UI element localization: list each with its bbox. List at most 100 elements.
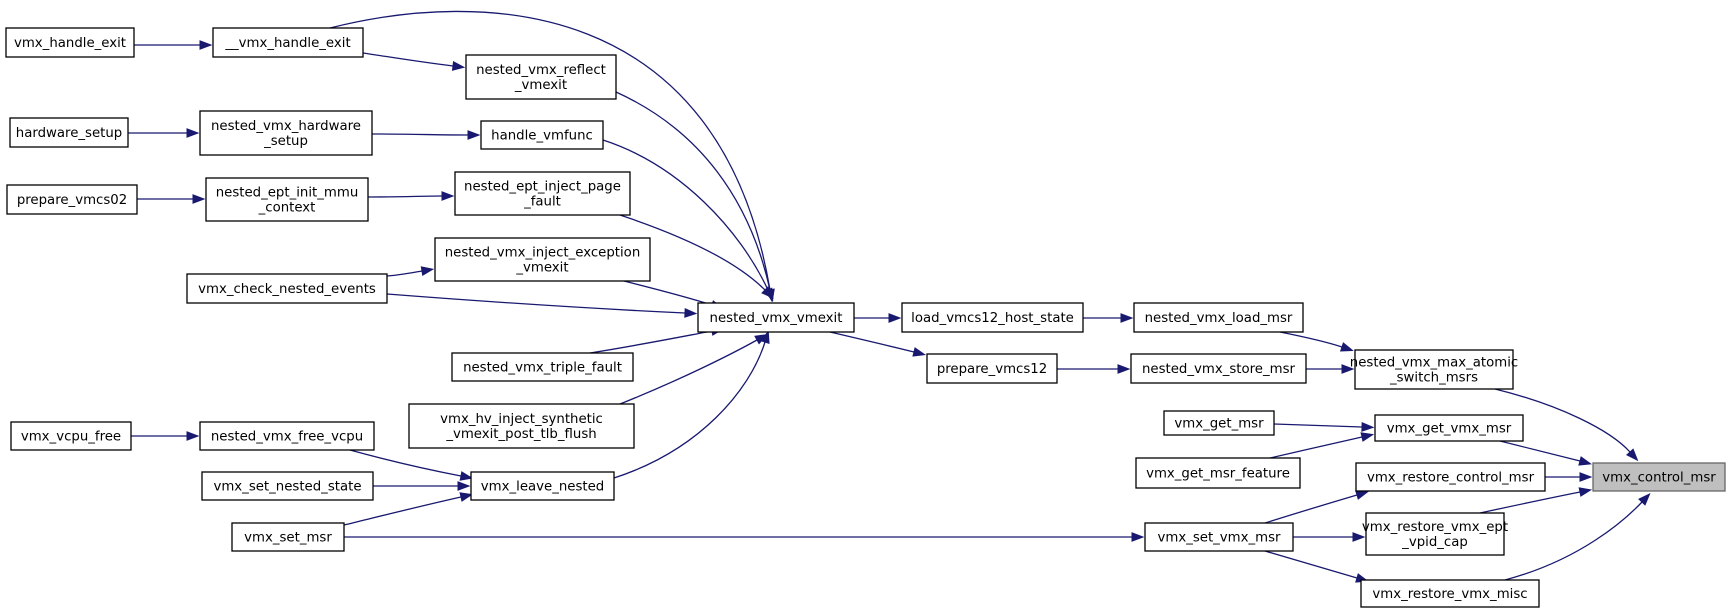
arrowhead (1638, 492, 1651, 506)
node-nested-vmx-free-vcpu[interactable]: nested_vmx_free_vcpu (199, 421, 375, 451)
node-label: vmx_get_vmx_msr (1387, 422, 1512, 437)
edge-prepare-vmcs12-to-nested-vmx-store-msr (1057, 364, 1131, 374)
node-vmx-get-vmx-msr[interactable]: vmx_get_vmx_msr (1374, 414, 1524, 442)
node-nested-ept-inject-page-fault[interactable]: nested_ept_inject_page_fault (454, 171, 631, 216)
edge-line (367, 195, 443, 198)
edge-vmx-check-nested-events-to-nested-vmx-inject-exception-vmexit (386, 266, 435, 277)
edge-line (1264, 494, 1358, 524)
node-box (186, 273, 388, 304)
edge-nested-vmx-vmexit-to-load-vmcs12-host-state (854, 313, 902, 323)
edge-line (329, 10, 771, 291)
arrowhead (1626, 448, 1639, 462)
node-vmx-vcpu-free[interactable]: vmx_vcpu_free (10, 421, 132, 451)
node-vmx-set-nested-state[interactable]: vmx_set_nested_state (201, 471, 374, 501)
edge-line (615, 91, 771, 291)
node-box (231, 522, 345, 552)
node-label: vmx_get_msr_feature (1146, 467, 1290, 482)
node-nested-vmx-triple-fault[interactable]: nested_vmx_triple_fault (451, 352, 634, 382)
node-label: handle_vmfunc (491, 129, 593, 144)
node-nested-vmx-store-msr[interactable]: nested_vmx_store_msr (1130, 353, 1307, 384)
node-nested-vmx-max-atomic-switch-msrs[interactable]: nested_vmx_max_atomic_switch_msrs (1350, 349, 1518, 390)
node-prepare-vmcs12[interactable]: prepare_vmcs12 (926, 353, 1058, 384)
node-box (1163, 410, 1275, 436)
node-box (201, 471, 374, 501)
node-box (1135, 457, 1301, 489)
node-nested-vmx-load-msr[interactable]: nested_vmx_load_msr (1133, 302, 1304, 333)
arrowhead (186, 431, 200, 441)
arrowhead (441, 191, 455, 201)
node-box (465, 54, 617, 100)
node-nested-vmx-hardware-setup[interactable]: nested_vmx_hardware_setup (199, 110, 373, 156)
node-box (480, 120, 604, 150)
node-hardware-setup[interactable]: hardware_setup (9, 117, 129, 148)
node-vmx-hv-inject-synthetic-vmexit-post-tlb-flush[interactable]: vmx_hv_inject_synthetic_vmexit_post_tlb_… (408, 403, 635, 449)
edge-vmx-handle-exit-to---vmx-handle-exit (134, 40, 213, 50)
node-vmx-handle-exit[interactable]: vmx_handle_exit (5, 27, 135, 58)
node-box (1374, 414, 1524, 442)
node-vmx-leave-nested[interactable]: vmx_leave_nested (470, 471, 615, 501)
edge-line (619, 279, 713, 306)
edge-prepare-vmcs02-to-nested-ept-init-mmu-context (137, 194, 206, 204)
node-label: load_vmcs12_host_state (911, 311, 1074, 326)
edge-load-vmcs12-host-state-to-nested-vmx-load-msr (1083, 313, 1134, 323)
node-box (212, 27, 364, 58)
node-load-vmcs12-host-state[interactable]: load_vmcs12_host_state (901, 302, 1084, 333)
edge-vmx-set-nested-state-to-vmx-leave-nested (373, 481, 471, 491)
edge-vmx-check-nested-events-to-nested-vmx-vmexit (386, 293, 698, 318)
arrowhead (761, 286, 774, 299)
edge-line (386, 293, 686, 314)
node-box (1130, 353, 1307, 384)
edge-vmx-restore-vmx-misc-to-vmx-control-msr (1504, 492, 1651, 581)
node-vmx-restore-vmx-misc[interactable]: vmx_restore_vmx_misc (1360, 579, 1540, 608)
edge-line (1494, 388, 1631, 453)
node-vmx-set-vmx-msr[interactable]: vmx_set_vmx_msr (1144, 522, 1294, 552)
node-label: _vmexit (514, 78, 567, 93)
node-nested-vmx-inject-exception-vmexit[interactable]: nested_vmx_inject_exception_vmexit (434, 237, 651, 282)
node-label: vmx_leave_nested (481, 480, 604, 495)
node-label: nested_vmx_hardware (211, 119, 361, 134)
node-label: vmx_set_vmx_msr (1158, 531, 1282, 546)
node-label: prepare_vmcs02 (17, 193, 127, 208)
node-handle-vmfunc[interactable]: handle_vmfunc (480, 120, 604, 150)
edge-line (1479, 491, 1581, 514)
node-label: _vmexit (515, 261, 568, 276)
node-nested-ept-init-mmu-context[interactable]: nested_ept_init_mmu_context (205, 177, 369, 222)
node-label: _context (258, 201, 316, 216)
edge-line (829, 331, 915, 353)
node-vmx-control-msr[interactable]: vmx_control_msr (1592, 462, 1726, 492)
node-label: nested_vmx_triple_fault (463, 361, 622, 376)
edge-line (1279, 331, 1343, 348)
arrowhead (459, 492, 474, 502)
node-label: vmx_set_msr (244, 531, 332, 546)
node-vmx-get-msr-feature[interactable]: vmx_get_msr_feature (1135, 457, 1301, 489)
edge-nested-vmx-hardware-setup-to-handle-vmfunc (371, 130, 481, 140)
edge-line (371, 133, 469, 136)
edge-vmx-get-msr-feature-to-vmx-get-vmx-msr (1269, 432, 1375, 459)
node-label: nested_vmx_vmexit (710, 311, 843, 326)
edge-nested-vmx-vmexit-to-prepare-vmcs12 (829, 331, 927, 357)
edge-nested-vmx-free-vcpu-to-vmx-leave-nested (349, 449, 474, 481)
edge-line (343, 496, 462, 526)
node-nested-vmx-vmexit[interactable]: nested_vmx_vmexit (697, 302, 855, 333)
node-label: nested_vmx_load_msr (1145, 311, 1293, 326)
node-label: vmx_restore_control_msr (1367, 471, 1535, 486)
arrowhead (1131, 532, 1145, 542)
node-box (1360, 579, 1540, 608)
node-prepare-vmcs02[interactable]: prepare_vmcs02 (6, 184, 138, 215)
node-nested-vmx-reflect-vmexit[interactable]: nested_vmx_reflect_vmexit (465, 54, 617, 100)
node-box (901, 302, 1084, 333)
edge-line (613, 341, 766, 479)
node---vmx-handle-exit[interactable]: __vmx_handle_exit (212, 27, 364, 58)
edge-hardware-setup-to-nested-vmx-hardware-setup (128, 128, 200, 138)
node-label: _vpid_cap (1401, 535, 1468, 550)
node-vmx-set-msr[interactable]: vmx_set_msr (231, 522, 345, 552)
arrowhead (459, 471, 474, 481)
node-vmx-restore-vmx-ept-vpid-cap[interactable]: vmx_restore_vmx_ept_vpid_cap (1362, 512, 1508, 556)
node-vmx-check-nested-events[interactable]: vmx_check_nested_events (186, 273, 388, 304)
node-vmx-restore-control-msr[interactable]: vmx_restore_control_msr (1355, 462, 1546, 492)
node-vmx-get-msr[interactable]: vmx_get_msr (1163, 410, 1275, 436)
arrowhead (192, 194, 206, 204)
edge-vmx-restore-vmx-ept-vpid-cap-to-vmx-control-msr (1479, 487, 1593, 514)
edge-line (1273, 423, 1363, 428)
